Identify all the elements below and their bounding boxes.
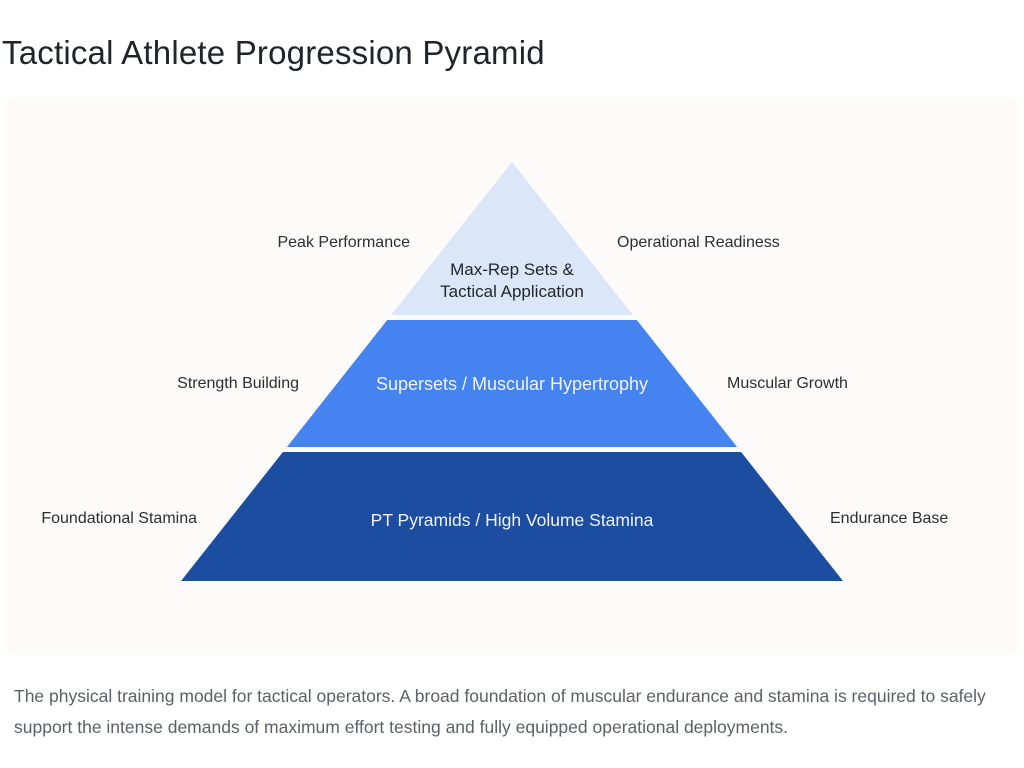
tier-middle-label: Supersets / Muscular Hypertrophy [375, 374, 649, 394]
tier-top-left-label: Peak Performance [277, 234, 410, 251]
diagram-caption: The physical training model for tactical… [14, 686, 986, 737]
tier-middle-left-label: Strength Building [177, 375, 299, 392]
tier-bottom-right-label: Endurance Base [830, 510, 949, 527]
page-title: Tactical Athlete Progression Pyramid [2, 34, 545, 71]
tier-middle-right-label: Muscular Growth [727, 375, 848, 392]
tier-bottom-label: PT Pyramids / High Volume Stamina [370, 510, 654, 530]
tier-top-right-label: Operational Readiness [617, 234, 780, 251]
tier-bottom-left-label: Foundational Stamina [41, 510, 197, 527]
tier-top-label: Max-Rep Sets & Tactical Application [440, 260, 584, 301]
